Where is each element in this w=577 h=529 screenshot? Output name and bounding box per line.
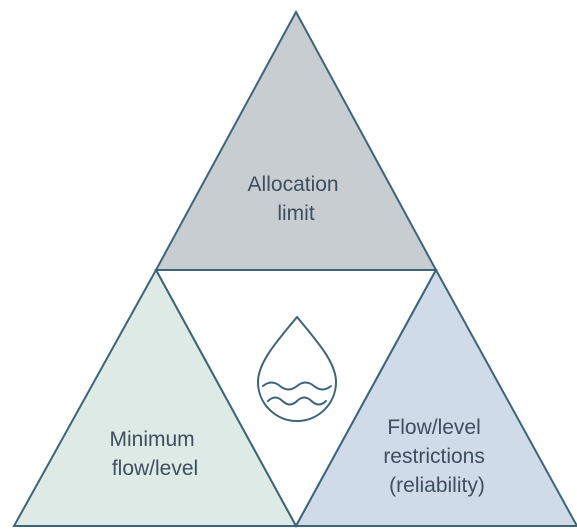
flow-level-restrictions-triangle bbox=[294, 267, 577, 527]
minimum-flow-level-label-line-1: Minimum bbox=[109, 428, 194, 451]
allocation-limit-label-line-1: Allocation bbox=[248, 173, 339, 196]
flow-level-restrictions-label: Flow/level restrictions (reliability) bbox=[383, 416, 490, 497]
flow-level-restrictions-label-line-3: (reliability) bbox=[389, 474, 485, 497]
allocation-limit-label-line-2: limit bbox=[277, 202, 314, 225]
allocation-limit-label: Allocation limit bbox=[248, 173, 345, 225]
minimum-flow-level-label-line-2: flow/level bbox=[112, 457, 198, 480]
flow-level-restrictions-label-line-1: Flow/level bbox=[387, 416, 480, 439]
minimum-flow-level-triangle bbox=[12, 267, 298, 527]
minimum-flow-level-label: Minimum flow/level bbox=[109, 428, 200, 480]
flow-level-restrictions-label-line-2: restrictions bbox=[383, 445, 485, 468]
water-drop-icon bbox=[257, 316, 337, 422]
allocation-limit-triangle bbox=[154, 9, 438, 271]
